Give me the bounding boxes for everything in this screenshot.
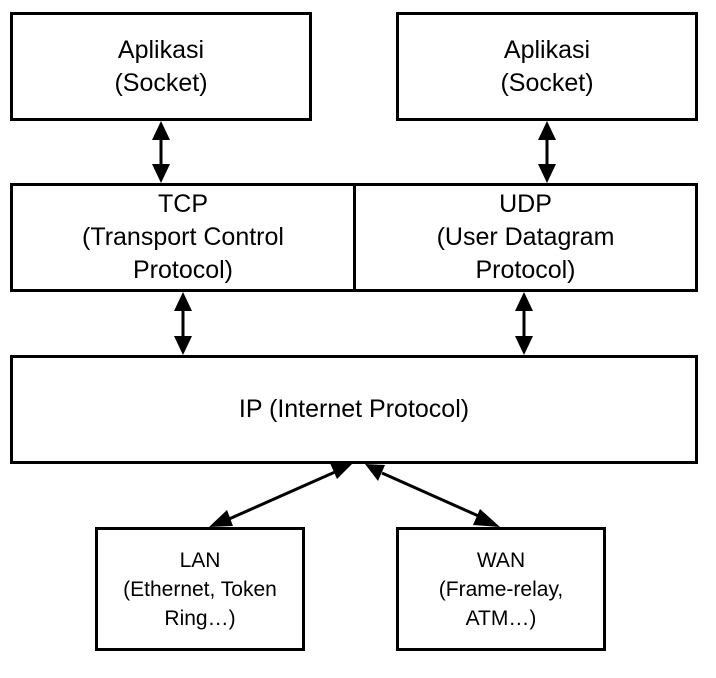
box-label-line: TCP — [158, 190, 208, 218]
lan-box: LAN (Ethernet, Token Ring…) — [95, 527, 305, 651]
box-label-line: (Transport Control — [82, 223, 284, 251]
box-label-line: LAN — [179, 548, 221, 572]
box-label-line: Protocol) — [475, 256, 576, 284]
udp-box: UDP (User Datagram Protocol) — [353, 183, 698, 292]
wan-box: WAN (Frame-relay, ATM…) — [396, 527, 606, 651]
box-label-line: (Socket) — [114, 68, 208, 97]
box-label-line: (Frame-relay, — [438, 577, 564, 601]
box-label-line: WAN — [476, 548, 526, 572]
box-label-line: (User Datagram — [436, 223, 615, 251]
arrow-app-right-udp — [538, 121, 556, 183]
box-label-line: Aplikasi — [503, 35, 591, 64]
aplikasi-socket-right-box: Aplikasi (Socket) — [396, 12, 698, 121]
box-label-line: Protocol) — [132, 256, 234, 284]
tcp-box: TCP (Transport Control Protocol) — [10, 183, 356, 292]
box-label-line: Aplikasi — [117, 35, 205, 64]
box-label-line: ATM…) — [465, 606, 537, 630]
box-label-line: (Socket) — [500, 68, 594, 97]
box-label-line: Ring…) — [164, 606, 236, 630]
arrow-udp-ip — [515, 292, 533, 355]
arrow-ip-lan — [209, 463, 352, 527]
ip-box: IP (Internet Protocol) — [10, 355, 698, 464]
arrow-ip-wan — [365, 464, 500, 527]
aplikasi-socket-left-box: Aplikasi (Socket) — [10, 12, 312, 121]
box-label-line: IP (Internet Protocol) — [238, 395, 470, 423]
box-label-line: UDP — [499, 190, 552, 218]
arrow-app-left-tcp — [152, 121, 170, 183]
arrow-tcp-ip — [174, 292, 192, 355]
box-label-line: (Ethernet, Token — [123, 577, 277, 601]
